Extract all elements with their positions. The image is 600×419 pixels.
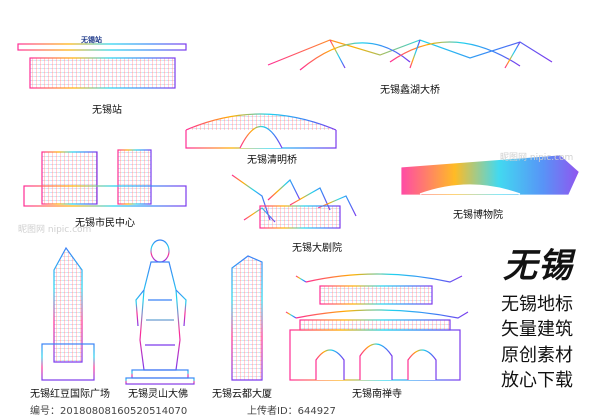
temple-drawing bbox=[282, 273, 469, 383]
brand-line-3: 原创素材 bbox=[501, 345, 573, 366]
caption-museum: 无锡博物院 bbox=[453, 210, 503, 221]
caption-station: 无锡站 bbox=[92, 105, 122, 116]
caption-hongdou-tower: 无锡红豆国际广场 bbox=[30, 389, 110, 400]
caption-civic-center: 无锡市民中心 bbox=[75, 218, 135, 229]
hongdou-tower-drawing bbox=[36, 238, 98, 383]
watermark-strip bbox=[0, 398, 600, 419]
station-drawing bbox=[14, 43, 190, 89]
yundu-tower-drawing bbox=[226, 255, 268, 383]
caption-temple: 无锡南禅寺 bbox=[352, 389, 402, 400]
caption-qingming-bridge: 无锡清明桥 bbox=[247, 155, 297, 166]
caption-lihu-bridge: 无锡蠡湖大桥 bbox=[380, 85, 440, 96]
station-sign: 无锡站 bbox=[80, 35, 102, 44]
theatre-drawing bbox=[231, 174, 360, 231]
qingming-bridge-drawing bbox=[180, 113, 345, 149]
caption-theatre: 无锡大剧院 bbox=[292, 243, 342, 254]
buddha-drawing bbox=[125, 239, 195, 385]
museum-drawing bbox=[396, 155, 582, 197]
brand-line-2: 矢量建筑 bbox=[501, 319, 573, 340]
brand-title: 无锡 bbox=[503, 246, 573, 286]
brand-line-4: 放心下载 bbox=[501, 370, 573, 391]
brand-line-1: 无锡地标 bbox=[501, 294, 573, 315]
watermark-number: 编号：20180808160520514070 bbox=[30, 406, 188, 417]
caption-yundu-tower: 无锡云都大厦 bbox=[212, 389, 272, 400]
watermark-uploader: 上传者ID：644927 bbox=[247, 406, 336, 417]
watermark-logo-right: 昵图网 nipic.com bbox=[500, 153, 574, 163]
civic-center-drawing bbox=[18, 149, 192, 207]
caption-buddha: 无锡灵山大佛 bbox=[128, 389, 188, 400]
lihu-bridge-drawing bbox=[262, 39, 556, 82]
watermark-logo-left: 昵图网 nipic.com bbox=[18, 225, 92, 235]
